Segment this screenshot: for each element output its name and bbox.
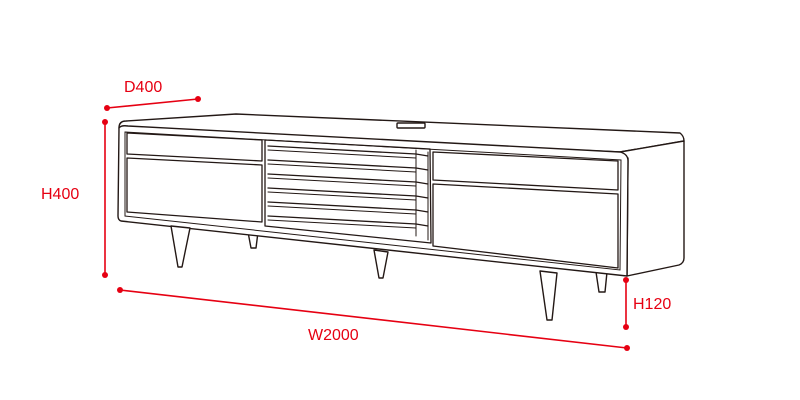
right-door: [432, 183, 619, 269]
front-legs: [170, 225, 558, 321]
depth-label: D400: [124, 79, 162, 96]
cable-hole: [396, 122, 426, 129]
left-door: [126, 157, 263, 223]
right-drawer: [432, 151, 619, 191]
leg-height-dot-top: [623, 277, 629, 283]
depth-dot-start: [104, 105, 110, 111]
center-louver-section: [264, 139, 432, 244]
cabinet-right-side: [619, 140, 685, 277]
height-label: H400: [41, 186, 79, 203]
leg-front-left: [170, 225, 191, 268]
leg-front-right: [539, 270, 558, 321]
height-dot-bottom: [102, 272, 108, 278]
cabinet-body: [117, 113, 685, 277]
height-dot-top: [102, 119, 108, 125]
left-drawer: [126, 132, 263, 162]
depth-dot-end: [195, 96, 201, 102]
dimension-lines: [102, 96, 630, 351]
leg-height-label: H120: [633, 296, 671, 313]
right-section: [432, 151, 619, 269]
width-label: W2000: [308, 327, 359, 344]
leg-front-center: [373, 249, 389, 279]
width-dimension-line: [119, 289, 628, 349]
left-section: [126, 132, 263, 223]
depth-dimension-line: [106, 98, 199, 109]
front-inner-edge: [124, 131, 622, 271]
width-dot-start: [117, 287, 123, 293]
louver-frame: [264, 139, 432, 244]
cabinet-front: [117, 125, 629, 277]
dimension-labels: D400 H400 H120 W2000: [41, 79, 671, 344]
width-dot-end: [624, 345, 630, 351]
leg-back-right: [595, 271, 608, 293]
leg-height-dot-bottom: [623, 324, 629, 330]
